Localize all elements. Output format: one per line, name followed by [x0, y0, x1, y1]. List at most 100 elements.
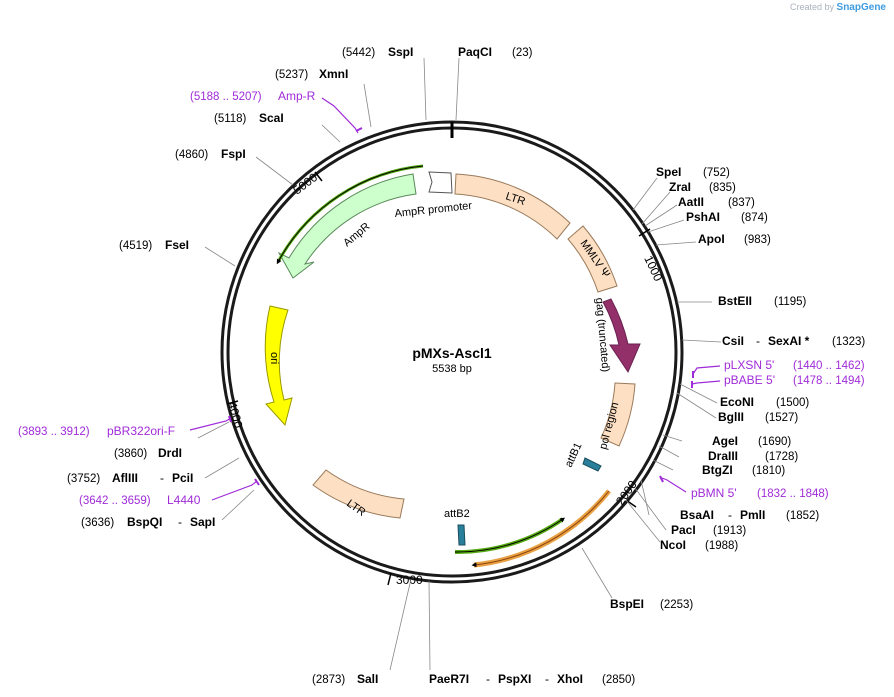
enzyme-scai-name[interactable]: ScaI [259, 111, 284, 125]
ltr-bottom-feature[interactable] [312, 469, 405, 519]
enzyme-drdi-name[interactable]: DrdI [158, 446, 182, 460]
enzyme-labels: (5442) SspI PaqCI (23) (5237) XmnI (5188… [18, 45, 865, 686]
primer-mark-pbr322 [228, 415, 232, 423]
enzyme-pmli-name[interactable]: PmlI [740, 508, 765, 522]
bp-ticks: 1000 2000 3000 4000 5000 [225, 170, 665, 587]
enzyme-bglii-pos: (1527) [765, 412, 798, 424]
enzyme-bglii-name[interactable]: BglII [718, 410, 744, 424]
enzyme-agei-pos: (1690) [758, 436, 791, 448]
mmlv-psi-feature[interactable] [567, 225, 618, 293]
enzyme-bsteii-pos: (1195) [774, 296, 807, 308]
bottom-green-arrow-line [454, 517, 566, 553]
enzyme-aatii-name[interactable]: AatII [678, 195, 704, 209]
leader-spei [632, 177, 658, 211]
leader-paqci [455, 57, 460, 121]
ampr-promoter-feature[interactable] [428, 171, 453, 194]
enzyme-sexai-name[interactable]: SexAI * [768, 334, 810, 348]
backbone [220, 120, 684, 584]
enzyme-pshai-name[interactable]: PshAI [686, 210, 720, 224]
tick-3000-label: 3000 [396, 573, 423, 587]
enzyme-sapi-name[interactable]: SapI [190, 515, 215, 529]
primer-pbabe-name[interactable]: pBABE 5' [724, 373, 775, 387]
bottom-orange-arrow-line [471, 490, 610, 568]
enzyme-fsei-pos: (4519) [119, 240, 152, 252]
leader-pshai [647, 219, 685, 233]
ori-feature[interactable] [264, 305, 293, 427]
leader-scai [321, 124, 341, 143]
enzyme-btgzi-name[interactable]: BtgZI [702, 463, 733, 477]
ltr-top-feature[interactable] [454, 173, 571, 240]
attb2-label: attB2 [444, 508, 470, 520]
leader-bsaai [640, 479, 650, 516]
primer-pbr322-name[interactable]: pBR322ori-F [107, 424, 175, 438]
enzyme-paqci-name[interactable]: PaqCI [458, 45, 492, 59]
leader-sspi [423, 57, 427, 121]
enzyme-sali-name[interactable]: SalI [357, 672, 378, 686]
enzyme-sspi-name[interactable]: SspI [388, 45, 413, 59]
enzyme-bspei-name[interactable]: BspEI [610, 597, 644, 611]
tick-3000-mark [387, 572, 392, 586]
enzyme-btgzi-pos: (1810) [752, 465, 785, 477]
enzyme-agei-name[interactable]: AgeI [712, 434, 738, 448]
pol-region-feature[interactable] [600, 382, 636, 447]
enzyme-afliii-sep: - [160, 471, 164, 485]
gag-truncated-feature[interactable] [602, 298, 641, 374]
enzyme-paer7i-name[interactable]: PaeR7I [429, 672, 469, 686]
leader-paci [634, 487, 667, 531]
enzyme-pspxi-name[interactable]: PspXI [498, 672, 531, 686]
leader-lines [197, 57, 722, 671]
credit-brand: SnapGene [836, 2, 886, 13]
leader-csii [681, 339, 722, 343]
enzyme-apoi-pos: (983) [744, 234, 771, 246]
enzyme-csii-name[interactable]: CsiI [722, 334, 744, 348]
enzyme-ncoi-pos: (1988) [705, 540, 738, 552]
attb1-feature[interactable] [582, 457, 602, 472]
enzyme-apoi-name[interactable]: ApoI [698, 232, 725, 246]
leader-apoi [655, 241, 697, 246]
enzyme-afliii-name[interactable]: AflIII [112, 471, 138, 485]
enzyme-spei-pos: (752) [703, 167, 730, 179]
leader-bglii [676, 392, 717, 419]
enzyme-pcii-name[interactable]: PciI [172, 471, 193, 485]
enzyme-bsteii-name[interactable]: BstEII [718, 294, 752, 308]
enzyme-draiii-pos: (1728) [765, 451, 798, 463]
enzyme-aatii-pos: (837) [728, 197, 755, 209]
enzyme-bspqi-name[interactable]: BspQI [127, 515, 162, 529]
tick-1000-mark [638, 228, 651, 237]
tick-5000-mark [314, 171, 323, 182]
enzyme-bsaai-name[interactable]: BsaAI [680, 508, 714, 522]
enzyme-draiii-name[interactable]: DraIII [708, 449, 738, 463]
attb1-label: attB1 [563, 441, 585, 469]
primer-plxsn-range: (1440 .. 1462) [793, 360, 865, 372]
primer-plxsn-name[interactable]: pLXSN 5' [724, 358, 774, 372]
enzyme-ncoi-name[interactable]: NcoI [660, 538, 686, 552]
enzyme-econi-name[interactable]: EcoNI [720, 395, 754, 409]
leader-sali [389, 578, 412, 671]
enzyme-fspi-name[interactable]: FspI [221, 147, 246, 161]
primer-mark-pbmn [659, 475, 664, 483]
primer-l4440-name[interactable]: L4440 [167, 493, 201, 507]
leader-bspei [581, 547, 613, 599]
enzyme-spei-name[interactable]: SpeI [656, 165, 681, 179]
primer-pbmn-name[interactable]: pBMN 5' [691, 486, 737, 500]
enzyme-bspqi-sep: - [178, 515, 182, 529]
enzyme-zrai-name[interactable]: ZraI [669, 180, 691, 194]
enzyme-paci-name[interactable]: PacI [671, 523, 696, 537]
leader-draiii [658, 445, 680, 458]
enzyme-scai-pos: (5118) [214, 113, 247, 125]
ampr-feature[interactable] [277, 173, 417, 279]
enzyme-paci-pos: (1913) [713, 525, 746, 537]
enzyme-econi-pos: (1500) [776, 397, 809, 409]
enzyme-csii-sep: - [756, 334, 760, 348]
enzyme-xhoi-name[interactable]: XhoI [557, 672, 583, 686]
ampr-arrow-line [276, 165, 424, 265]
primer-ampr-name[interactable]: Amp-R [278, 89, 316, 103]
enzyme-xmni-name[interactable]: XmnI [319, 67, 348, 81]
primer-mark-l4440 [254, 478, 260, 486]
enzyme-csii-pos: (1323) [832, 336, 865, 348]
enzyme-paqci-pos: (23) [512, 47, 533, 59]
primer-mark-ampr [355, 127, 363, 132]
enzyme-fsei-name[interactable]: FseI [165, 238, 189, 252]
attb2-feature[interactable] [457, 524, 466, 546]
